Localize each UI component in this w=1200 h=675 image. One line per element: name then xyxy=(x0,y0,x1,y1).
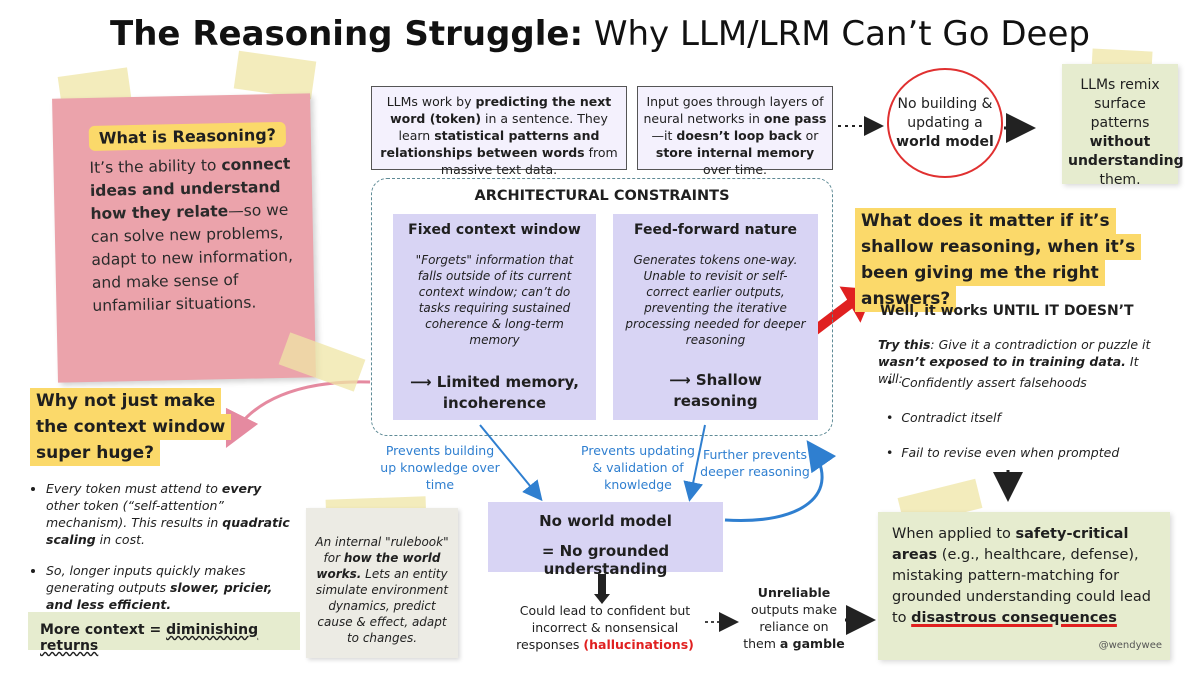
hallucination-text: Could lead to confident but incorrect & … xyxy=(516,603,694,652)
fixed-context-card: Fixed context window "Forgets" informati… xyxy=(393,214,596,420)
list-item: Fail to revise even when prompted xyxy=(901,445,1120,460)
blue-arrow-3 xyxy=(724,440,837,523)
arrow-label-1: Prevents building up knowledge over time xyxy=(380,443,500,492)
shallow-question: What does it matter if it’s shallow reas… xyxy=(855,208,1173,312)
no-world-model-box: No world model = No grounded understandi… xyxy=(488,502,723,578)
list-item: Every token must attend to every other t… xyxy=(46,480,290,548)
safety-note: When applied to safety-critical areas (e… xyxy=(878,512,1170,660)
architectural-constraints-group: ARCHITECTURAL CONSTRAINTS xyxy=(371,178,833,436)
why-not-bullets: Every token must attend to every other t… xyxy=(30,480,290,627)
list-item: Confidently assert falsehoods xyxy=(901,375,1087,390)
list-item: So, longer inputs quickly makes generati… xyxy=(46,562,290,613)
try-this: Try this: Give it a contradiction or puz… xyxy=(878,337,1151,386)
unreliable-text: Unreliable outputs make reliance on them… xyxy=(743,585,845,651)
reasoning-text: It’s the ability to connect ideas and un… xyxy=(89,154,294,315)
blue-arrow-2 xyxy=(683,424,706,502)
arrow-label-3: Further prevents deeper reasoning xyxy=(700,447,810,479)
reasoning-heading: What is Reasoning? xyxy=(88,121,287,151)
page-title: The Reasoning Struggle: Why LLM/LRM Can’… xyxy=(110,14,1090,54)
rulebook-note: An internal "rulebook" for how the world… xyxy=(306,508,458,658)
more-context-note: More context = diminishing returns xyxy=(28,612,300,654)
no-world-model-circle: No building & updating a world model xyxy=(887,68,1003,178)
arch-title: ARCHITECTURAL CONSTRAINTS xyxy=(474,188,730,204)
remix-note: LLMs remix surface patterns without unde… xyxy=(1062,64,1184,188)
will-list: • Confidently assert falsehoods • Contra… xyxy=(886,375,1120,460)
pink-arrow xyxy=(225,380,371,449)
llm-prediction-box: LLMs work by predicting the next word (t… xyxy=(371,86,627,177)
reasoning-note: What is Reasoning? It’s the ability to c… xyxy=(52,93,316,383)
feed-forward-card: Feed-forward nature Generates tokens one… xyxy=(613,214,818,420)
list-item: Contradict itself xyxy=(901,410,1001,425)
works-until: Well, it works UNTIL IT DOESN’T xyxy=(880,303,1134,319)
blue-arrow-1 xyxy=(479,424,543,502)
author-handle: @wendywee xyxy=(1098,640,1162,651)
why-not-heading: Why not just make the context window sup… xyxy=(30,388,232,466)
arrow-label-2: Prevents updating & validation of knowle… xyxy=(581,443,695,492)
one-pass-box: Input goes through layers of neural netw… xyxy=(637,86,833,177)
